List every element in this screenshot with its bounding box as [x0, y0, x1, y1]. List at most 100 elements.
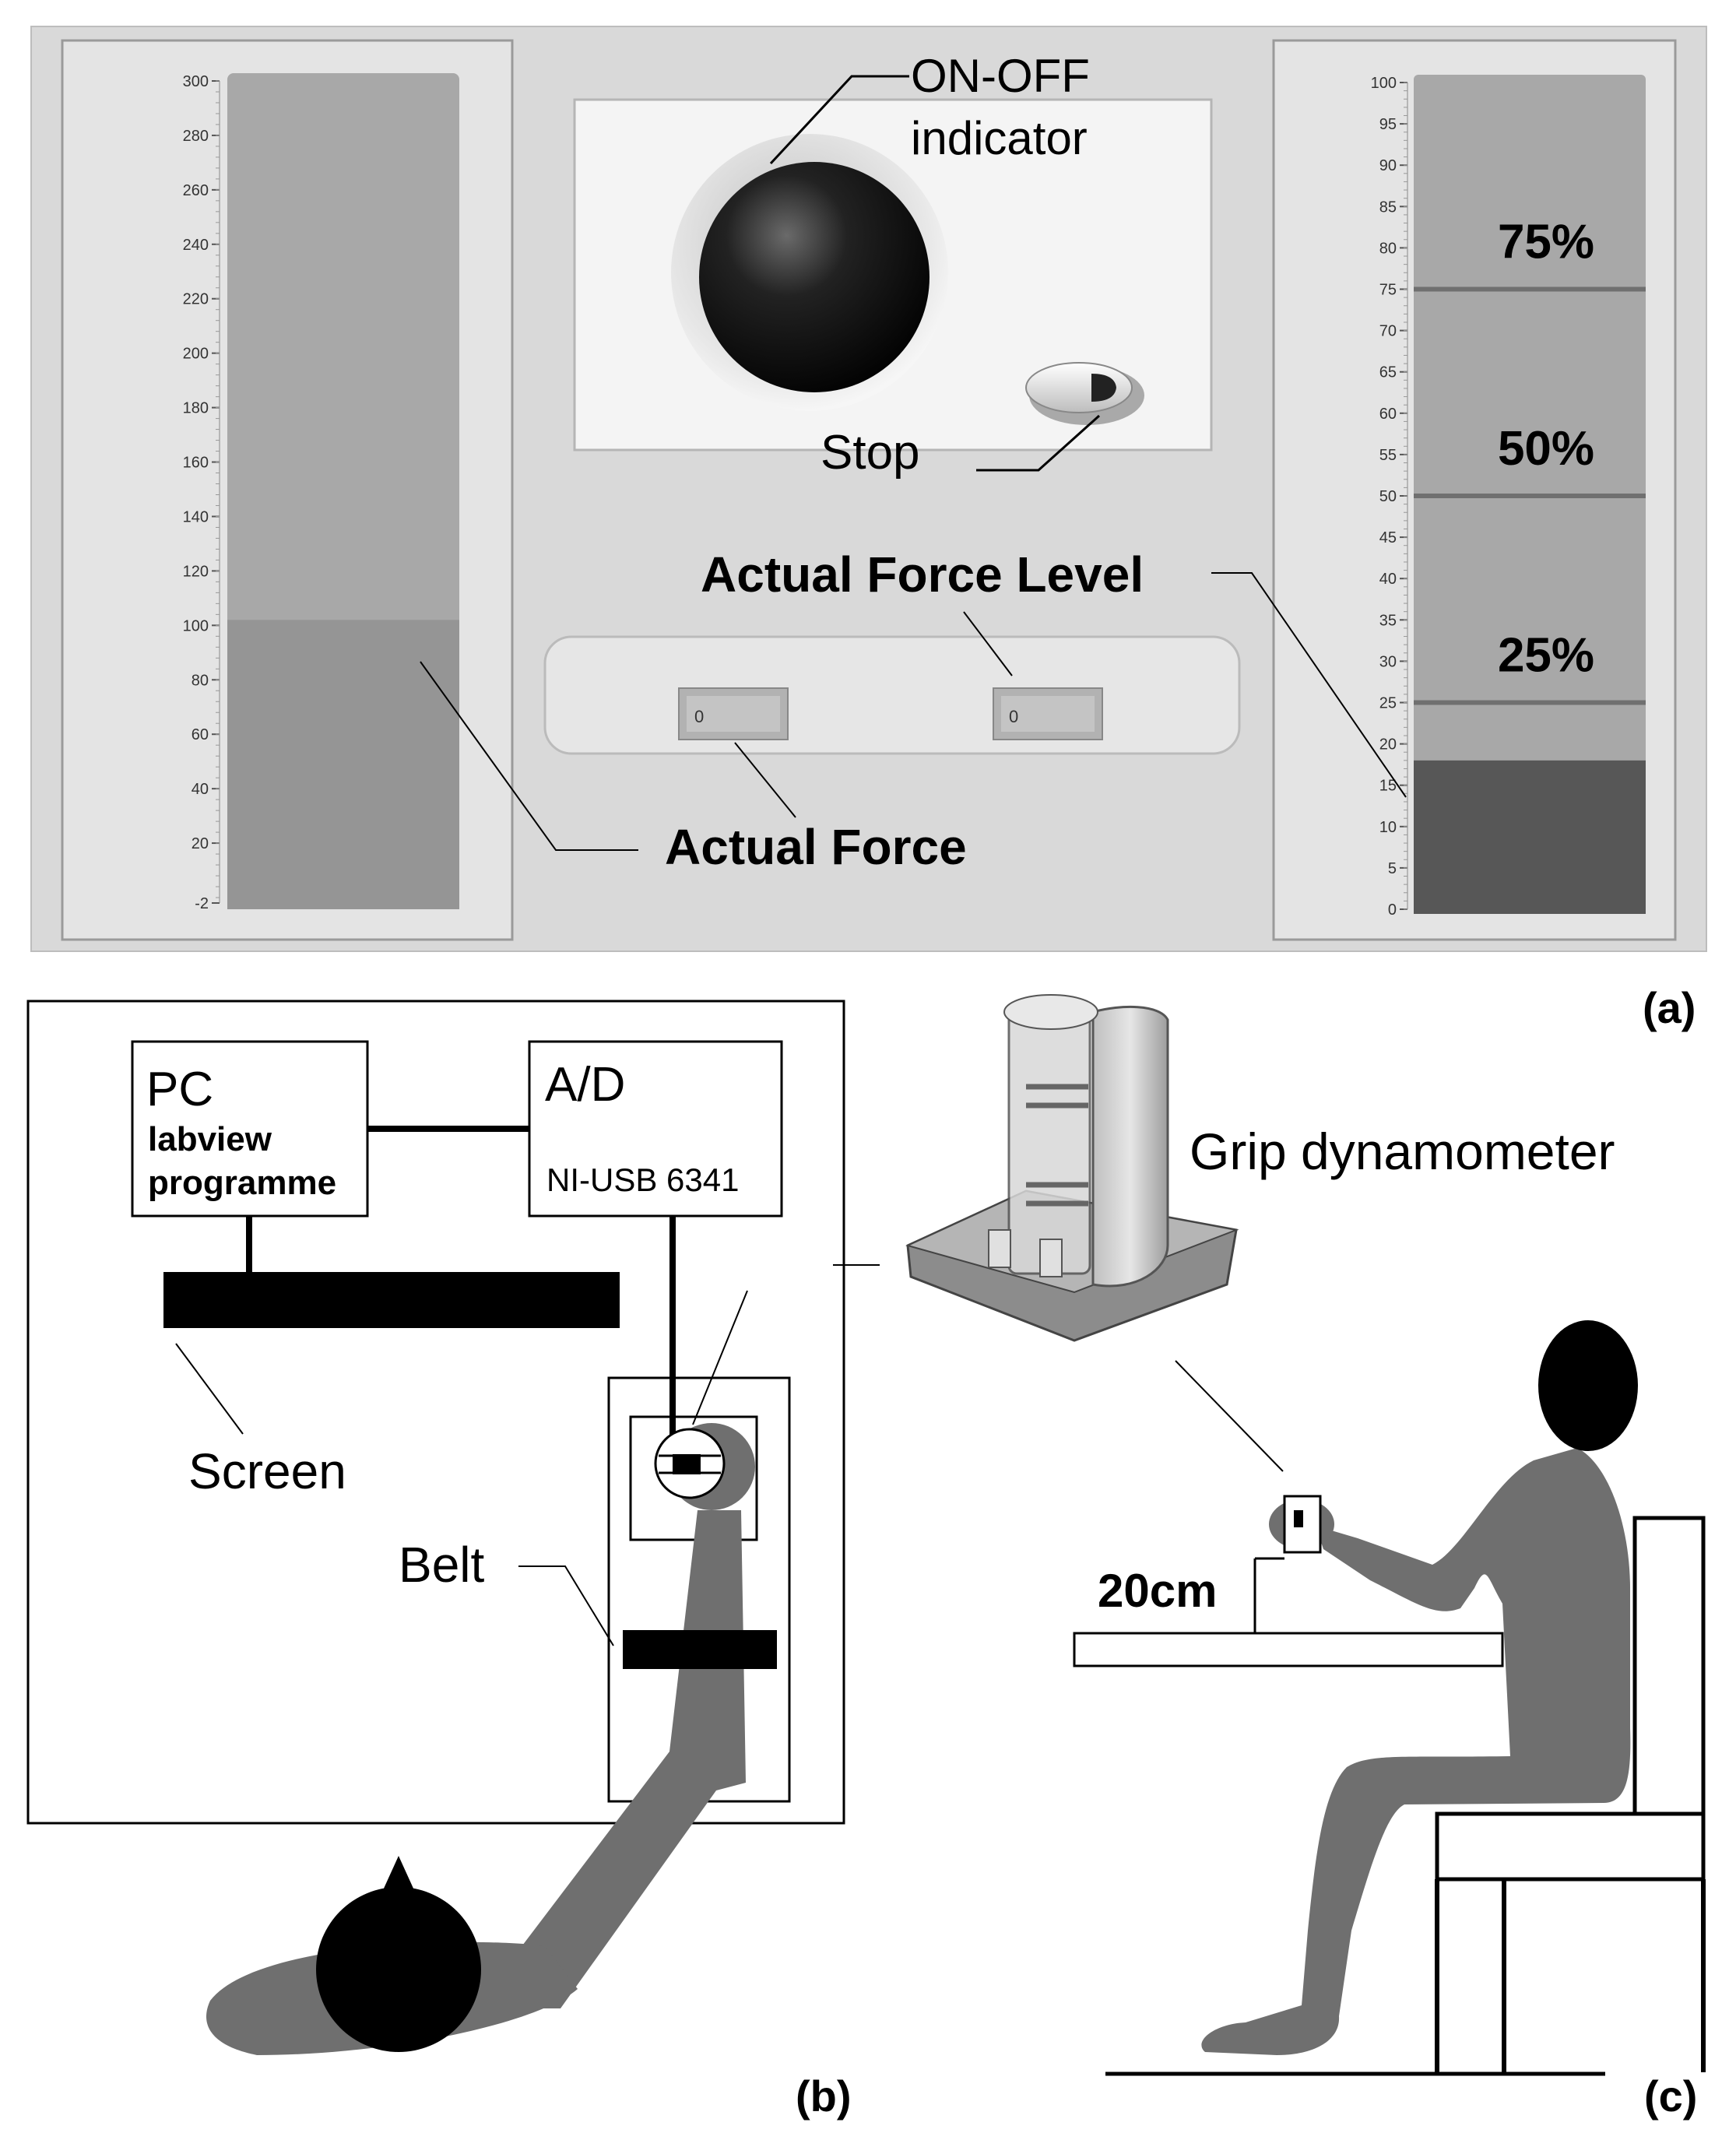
actual-force-leader-to-meter [420, 661, 638, 851]
left-tick-label: 40 [192, 781, 209, 798]
right-tick-label: 0 [1388, 901, 1397, 919]
dynamometer-top [1003, 994, 1098, 1030]
grip-dynamometer-render [905, 994, 1239, 1342]
right-tick-label: 25 [1379, 695, 1397, 712]
ad-box [528, 1040, 783, 1218]
actual-force-display-inner [687, 696, 780, 732]
grip-dynamometer-label: Grip dynamometer [1190, 1123, 1615, 1180]
left-tick-label: 300 [183, 73, 209, 90]
ad-title: A/D [545, 1058, 625, 1112]
on-off-label-line1: ON-OFF [911, 50, 1090, 102]
right-tick-label: 85 [1379, 199, 1397, 216]
left-tick-label: 240 [183, 237, 209, 254]
panel-a-label: (a) [1643, 983, 1696, 1032]
right-meter-scale: 1009590858075706560555045403530252015105… [1371, 75, 1408, 919]
top-view-arm [498, 1510, 746, 2008]
pc-line1: labview [148, 1120, 272, 1158]
seated-person-body [1201, 1448, 1631, 2055]
force-level-display-inner [1001, 696, 1095, 732]
seated-person-head [1538, 1320, 1638, 1451]
right-meter-level-lines: 75% 50% 25% [1414, 216, 1646, 705]
actual-force-label: Actual Force [665, 819, 967, 875]
right-tick-label: 10 [1379, 819, 1397, 836]
right-meter-fill [1414, 760, 1646, 914]
dynamometer-shell-left [1007, 1010, 1091, 1275]
actual-force-display-value: 0 [694, 707, 704, 726]
dynamometer-leader-to-c [692, 1290, 748, 1425]
belt-label: Belt [399, 1537, 485, 1593]
table-top [1073, 1632, 1504, 1667]
actual-force-level-label: Actual Force Level [701, 546, 1144, 603]
right-tick-label: 35 [1379, 612, 1397, 629]
screen-leader-line [175, 1343, 244, 1435]
right-tick-label: 55 [1379, 447, 1397, 464]
stop-button[interactable] [1025, 362, 1144, 425]
right-tick-label: 70 [1379, 323, 1397, 340]
dynamometer-post-2 [1039, 1239, 1063, 1277]
left-tick-label: 20 [192, 835, 209, 852]
ad-model: NI-USB 6341 [546, 1161, 739, 1198]
right-tick-label: 45 [1379, 529, 1397, 546]
left-tick-label: 280 [183, 128, 209, 145]
force-level-leader-to-display [963, 611, 1013, 676]
on-off-leader-line [769, 75, 909, 165]
left-tick-label: 100 [183, 617, 209, 634]
right-tick-label: 60 [1379, 406, 1397, 423]
top-view-nose [383, 1856, 414, 1890]
right-tick-label: 20 [1379, 736, 1397, 754]
right-tick-label: 30 [1379, 653, 1397, 670]
right-tick-label: 90 [1379, 157, 1397, 174]
hand-dynamometer-sensor [1294, 1510, 1303, 1527]
chair-seat [1435, 1811, 1706, 1882]
top-view-head [316, 1887, 481, 2052]
pc-line2: programme [148, 1164, 336, 1202]
left-tick-label: 160 [183, 455, 209, 472]
panel-b-label: (b) [796, 2071, 852, 2121]
level-label-75: 75% [1498, 216, 1594, 269]
panel-c-label: (c) [1644, 2071, 1697, 2121]
numeric-display-panel [543, 635, 1241, 755]
on-off-label-line2: indicator [911, 112, 1088, 164]
panel-c: Grip dynamometer 20cm (c) [905, 994, 1706, 2121]
screen-bar [163, 1272, 620, 1328]
right-tick-label: 50 [1379, 488, 1397, 505]
right-tick-label: 65 [1379, 364, 1397, 381]
right-tick-label: 100 [1371, 75, 1397, 92]
left-tick-label: 60 [192, 726, 209, 743]
level-label-50: 50% [1498, 422, 1594, 476]
stop-label: Stop [821, 426, 920, 480]
left-tick-label: 200 [183, 346, 209, 363]
panel-b: PC labview programme A/D NI-USB 6341 Scr… [26, 1000, 880, 2121]
screen-label: Screen [188, 1443, 346, 1499]
level-label-25: 25% [1498, 629, 1594, 683]
dynamometer-shell-right [1091, 1006, 1169, 1288]
left-tick-label: 120 [183, 563, 209, 580]
left-tick-label: 180 [183, 400, 209, 417]
force-level-leader-to-meter [1211, 572, 1407, 798]
stop-leader-line [976, 414, 1101, 472]
right-tick-label: 80 [1379, 240, 1397, 257]
pc-box [131, 1040, 369, 1218]
left-meter-scale: 3002802602402202001801601401201008060402… [183, 73, 220, 912]
left-tick-label: 260 [183, 182, 209, 199]
left-meter-fill [227, 620, 459, 909]
right-tick-label: 15 [1379, 778, 1397, 795]
table-outline [26, 1000, 845, 1825]
height-label: 20cm [1098, 1565, 1217, 1617]
belt-strap [623, 1630, 777, 1669]
chair-back [1632, 1516, 1706, 1816]
right-tick-label: 5 [1388, 860, 1397, 877]
right-tick-label: 40 [1379, 571, 1397, 588]
right-tick-label: 95 [1379, 116, 1397, 133]
left-tick-label: 220 [183, 291, 209, 308]
left-tick-label: 140 [183, 508, 209, 525]
dynamometer-housing-outline [629, 1415, 758, 1541]
actual-force-leader-to-display [734, 742, 796, 818]
belt-leader-line [518, 1565, 614, 1646]
right-tick-label: 75 [1379, 282, 1397, 299]
grip-device-sensor [673, 1454, 701, 1474]
pc-title: PC [146, 1063, 213, 1116]
dynamometer-leader-to-hand [1175, 1360, 1284, 1472]
force-level-display-value: 0 [1009, 707, 1018, 726]
